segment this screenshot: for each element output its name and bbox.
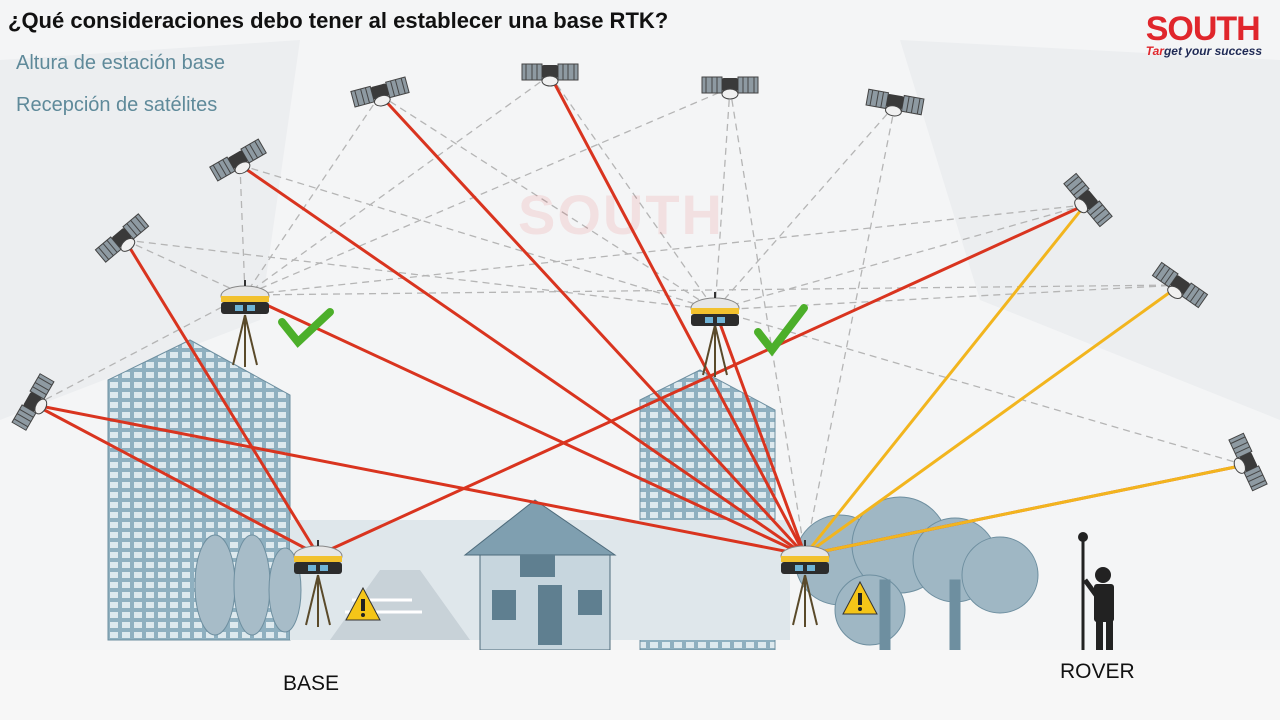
south-logo: SOUTH Target your success [1146, 12, 1262, 58]
house [463, 499, 617, 651]
logo-tagline: Target your success [1146, 44, 1262, 58]
consideration-item: Recepción de satélites [16, 94, 218, 116]
watermark: SOUTH [518, 183, 724, 246]
trees-left [194, 534, 302, 636]
surveyor-icon [1078, 532, 1114, 650]
check-icon [754, 304, 808, 357]
satellite-icon [864, 88, 925, 122]
consideration-item: Altura de estación base [16, 52, 226, 74]
satellite-icon [701, 76, 759, 100]
red-signals [34, 74, 1246, 557]
rover-label: ROVER [1060, 660, 1135, 683]
logo-brand: SOUTH [1145, 10, 1261, 48]
satellite-icon [350, 76, 412, 114]
gnss-receiver-icon [690, 291, 740, 327]
satellite-icon [521, 63, 579, 87]
check-icon [278, 308, 334, 348]
logo-tagline-rest: get your success [1163, 44, 1262, 58]
yellow-signals [803, 204, 1246, 557]
satellite-icon [1222, 432, 1268, 494]
logo-tagline-red: Tar [1145, 44, 1164, 58]
page-title: ¿Qué consideraciones debo tener al estab… [8, 8, 669, 33]
base-label: BASE [283, 672, 340, 695]
